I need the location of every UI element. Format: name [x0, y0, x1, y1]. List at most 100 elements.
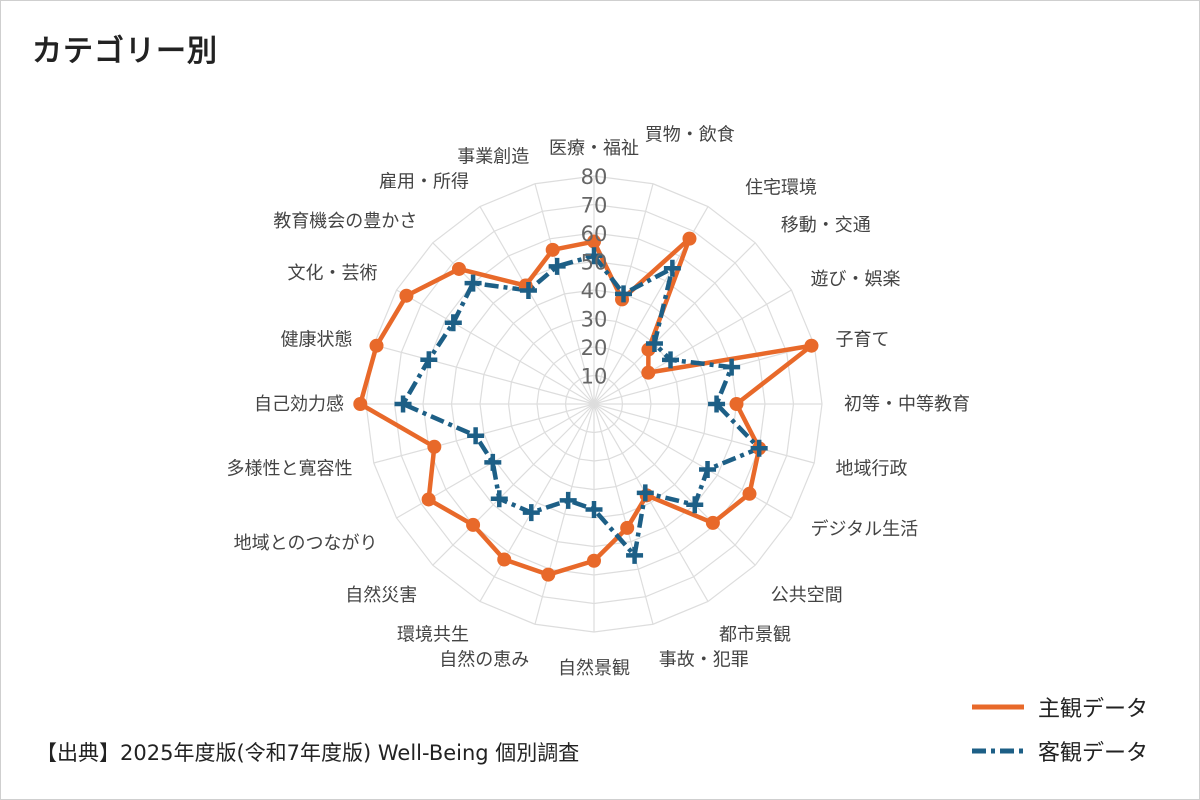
tick-label: 20: [581, 336, 608, 360]
source-note: 【出典】2025年度版(令和7年度版) Well-Being 個別調査: [36, 741, 580, 765]
legend-swatch-subjective: [972, 704, 1024, 710]
tick-label: 50: [581, 251, 608, 275]
category-label: 事故・犯罪: [659, 649, 749, 670]
category-label: 買物・飲食: [645, 125, 735, 146]
grid-spoke: [593, 242, 756, 405]
legend-swatch-objective: [972, 748, 1024, 754]
point-subjective: [804, 338, 819, 353]
category-label: 地域行政: [835, 459, 907, 480]
point-objective: [662, 351, 680, 369]
category-label: 医療・福祉: [549, 138, 639, 159]
grid-spoke: [593, 403, 756, 566]
point-objective: [484, 453, 502, 471]
point-objective: [394, 395, 412, 413]
point-objective: [645, 335, 663, 353]
point-subjective: [587, 553, 601, 568]
radar-series: [353, 231, 819, 582]
point-subjective: [369, 338, 384, 353]
point-objective: [522, 504, 540, 522]
grid-spoke: [593, 403, 815, 464]
page-title: カテゴリー別: [32, 34, 218, 69]
point-subjective: [497, 552, 512, 567]
legend-label-subjective: 主観データ: [1038, 697, 1149, 722]
grid-spoke: [593, 289, 792, 405]
grid-spoke: [593, 403, 709, 602]
legend: 主観データ 客観データ: [972, 690, 1182, 778]
grid-spoke: [534, 183, 595, 405]
point-subjective: [451, 261, 466, 276]
point-objective: [585, 500, 603, 518]
point-subjective: [587, 234, 601, 249]
point-subjective: [545, 242, 560, 257]
point-objective: [585, 247, 603, 265]
tick-label: 30: [581, 308, 608, 332]
tick-label: 70: [581, 194, 608, 218]
point-subjective: [353, 397, 368, 411]
point-subjective: [427, 439, 442, 454]
point-subjective: [541, 567, 556, 582]
point-subjective: [641, 342, 656, 357]
point-objective: [559, 491, 577, 509]
grid-spoke: [479, 403, 595, 602]
point-objective: [467, 427, 485, 445]
tick-label: 10: [581, 365, 608, 389]
point-subjective: [682, 231, 697, 246]
category-label: 環境共生: [397, 625, 469, 646]
category-label: 自然景観: [558, 658, 630, 679]
point-subjective: [729, 397, 744, 411]
point-objective: [723, 358, 741, 376]
tick-label: 80: [581, 165, 608, 189]
point-subjective: [742, 486, 757, 501]
legend-label-objective: 客観データ: [1038, 741, 1149, 766]
point-objective: [636, 484, 654, 502]
point-objective: [615, 285, 633, 303]
category-label: 自然災害: [345, 585, 417, 606]
category-label: 自己効力感: [254, 394, 344, 415]
category-label: デジタル生活: [811, 519, 919, 540]
point-objective: [519, 281, 537, 299]
category-label: 地域とのつながり: [234, 533, 378, 554]
point-objective: [626, 546, 644, 564]
category-label: 住宅環境: [745, 177, 817, 198]
category-label: 子育て: [835, 329, 889, 350]
tick-label: 40: [581, 279, 608, 303]
tick-label: 60: [581, 222, 608, 246]
grid-spoke: [396, 289, 595, 405]
category-label: 事業創造: [457, 147, 529, 168]
point-subjective: [705, 515, 720, 530]
point-objective: [699, 461, 717, 479]
legend-item-objective: 客観データ: [972, 734, 1182, 768]
point-objective: [750, 439, 768, 457]
radial-ticks: 10 20 30 40 50 60 70 80: [581, 165, 608, 389]
category-label: 教育機会の豊かさ: [273, 211, 417, 232]
point-objective: [663, 259, 681, 277]
category-label: 文化・芸術: [287, 263, 377, 284]
point-subjective: [641, 365, 656, 380]
category-label: 雇用・所得: [379, 171, 469, 192]
point-subjective: [421, 492, 436, 507]
category-label: 都市景観: [719, 625, 791, 646]
point-subjective: [399, 288, 414, 303]
point-subjective: [466, 517, 481, 532]
grid-spoke: [432, 403, 595, 566]
category-label: 健康状態: [281, 329, 353, 350]
grid-spoke: [593, 403, 654, 625]
grid-spoke: [479, 206, 595, 405]
point-objective: [686, 496, 704, 514]
category-label: 移動・交通: [781, 215, 871, 236]
category-label: 多様性と寛容性: [227, 459, 353, 480]
category-label: 遊び・娯楽: [811, 269, 901, 290]
grid-spoke: [373, 344, 595, 405]
point-objective: [708, 395, 726, 413]
point-objective: [548, 257, 566, 275]
category-label: 公共空間: [771, 585, 843, 606]
legend-item-subjective: 主観データ: [972, 690, 1182, 724]
grid-spoke: [534, 403, 595, 625]
category-labels: 医療・福祉買物・飲食住宅環境移動・交通遊び・娯楽子育て初等・中等教育地域行政デジ…: [227, 125, 970, 679]
category-label: 初等・中等教育: [844, 394, 970, 415]
grid-spoke: [593, 403, 792, 519]
point-objective: [444, 314, 462, 332]
point-objective: [464, 274, 482, 292]
category-label: 自然の恵み: [439, 649, 529, 670]
